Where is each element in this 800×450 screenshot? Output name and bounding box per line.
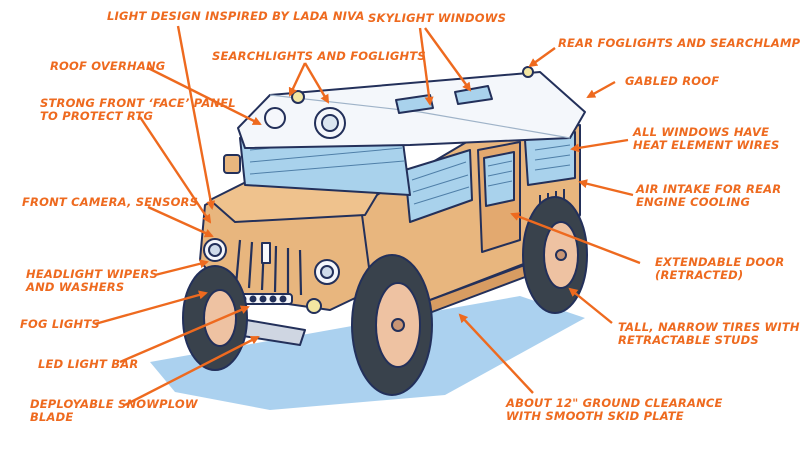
- vehicle-body: [182, 66, 588, 396]
- label-headlight-wipers: HEADLIGHT WIPERS AND WASHERS: [26, 268, 158, 294]
- rear-searchlamp: [522, 66, 534, 78]
- label-text: ENGINE COOLING: [636, 195, 751, 209]
- label-text: FOG LIGHTS: [20, 317, 100, 331]
- tire-rear-right: [522, 196, 588, 314]
- label-text: DEPLOYABLE SNOWPLOW: [30, 397, 198, 411]
- label-led-bar: LED LIGHT BAR: [38, 358, 138, 371]
- label-text: HEADLIGHT WIPERS: [26, 267, 159, 281]
- label-text: AND WASHERS: [26, 280, 125, 294]
- label-text: WITH SMOOTH SKID PLATE: [506, 409, 684, 423]
- roof-foglight: [291, 90, 305, 104]
- label-windows-heat: ALL WINDOWS HAVE HEAT ELEMENT WIRES: [633, 126, 780, 152]
- label-text: FRONT CAMERA, SENSORS: [22, 195, 199, 209]
- leader-arrows: [94, 25, 641, 407]
- label-gabled-roof: GABLED ROOF: [625, 75, 719, 88]
- label-text: REAR FOGLIGHTS AND SEARCHLAMP: [558, 36, 800, 50]
- label-text: SKYLIGHT WINDOWS: [368, 11, 507, 25]
- label-text: ALL WINDOWS HAVE: [633, 125, 770, 139]
- label-text: ROOF OVERHANG: [50, 59, 166, 73]
- label-text: SEARCHLIGHTS AND FOGLIGHTS: [212, 49, 426, 63]
- front-camera: [261, 242, 271, 264]
- label-text: AIR INTAKE FOR REAR: [636, 182, 782, 196]
- label-tires: TALL, NARROW TIRES WITH RETRACTABLE STUD…: [618, 321, 800, 347]
- label-face-panel: STRONG FRONT ‘FACE’ PANEL TO PROTECT RTG: [40, 97, 236, 123]
- tire-front-left: [182, 265, 248, 371]
- tire-front-right: [351, 254, 433, 396]
- side-mirror: [223, 154, 241, 174]
- label-fog-lights: FOG LIGHTS: [20, 318, 100, 331]
- label-extendable-door: EXTENDABLE DOOR (RETRACTED): [655, 256, 784, 282]
- label-light-design: LIGHT DESIGN INSPIRED BY LADA NIVA: [107, 10, 365, 23]
- label-snowplow: DEPLOYABLE SNOWPLOW BLADE: [30, 398, 198, 424]
- label-front-camera: FRONT CAMERA, SENSORS: [22, 196, 198, 209]
- label-searchlights: SEARCHLIGHTS AND FOGLIGHTS: [212, 50, 426, 63]
- label-text: EXTENDABLE DOOR: [655, 255, 785, 269]
- label-text: TO PROTECT RTG: [40, 109, 154, 123]
- fog-light-right: [306, 298, 322, 314]
- label-skylight-windows: SKYLIGHT WINDOWS: [368, 12, 506, 25]
- grille: [234, 239, 303, 296]
- label-text: RETRACTABLE STUDS: [618, 333, 759, 347]
- label-ground-clearance: ABOUT 12" GROUND CLEARANCE WITH SMOOTH S…: [506, 397, 723, 423]
- label-text: TALL, NARROW TIRES WITH: [618, 320, 800, 334]
- label-text: HEAT ELEMENT WIRES: [633, 138, 780, 152]
- label-text: GABLED ROOF: [625, 74, 720, 88]
- label-text: (RETRACTED): [655, 268, 744, 282]
- label-text: STRONG FRONT ‘FACE’ PANEL: [40, 96, 236, 110]
- skylight-window-1: [395, 94, 434, 114]
- label-text: LIGHT DESIGN INSPIRED BY LADA NIVA: [107, 9, 365, 23]
- label-roof-overhang: ROOF OVERHANG: [50, 60, 165, 73]
- label-text: BLADE: [30, 410, 74, 424]
- label-rear-foglights: REAR FOGLIGHTS AND SEARCHLAMP: [558, 37, 800, 50]
- roof-searchlight-1: [264, 107, 286, 129]
- label-text: ABOUT 12" GROUND CLEARANCE: [506, 396, 723, 410]
- label-air-intake: AIR INTAKE FOR REAR ENGINE COOLING: [636, 183, 781, 209]
- label-text: LED LIGHT BAR: [38, 357, 139, 371]
